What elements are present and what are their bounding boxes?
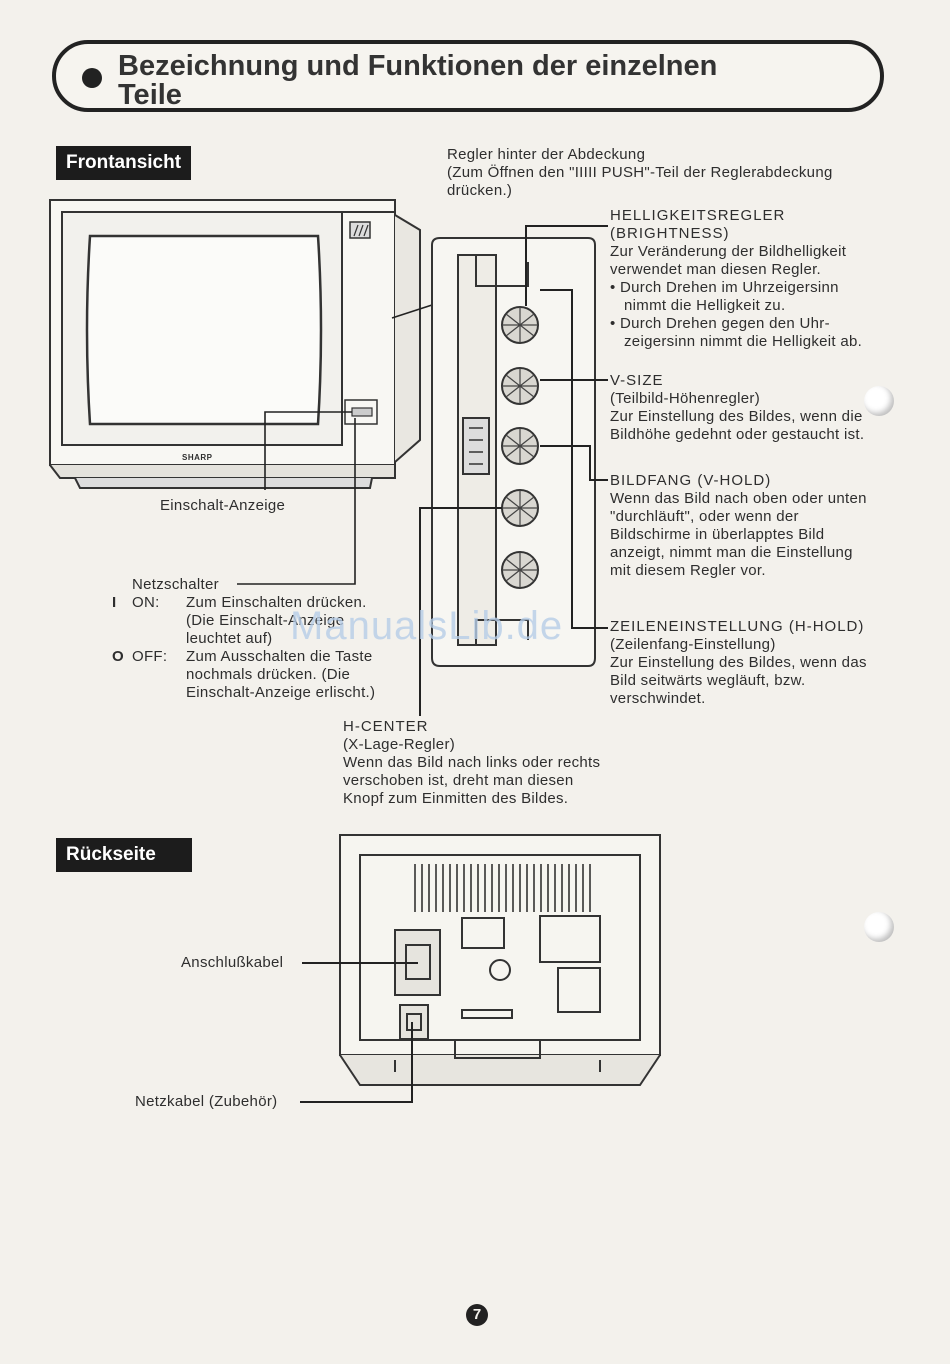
brightness-text-4: nimmt die Helligkeit zu. <box>624 297 786 314</box>
brightness-text-5: • Durch Drehen gegen den Uhr- <box>610 315 830 332</box>
hhold-text-3: verschwindet. <box>610 690 706 707</box>
page-title: Bezeichnung und Funktionen der einzelnen… <box>118 52 858 110</box>
title-bullet-icon <box>82 68 102 88</box>
front-leader-lines <box>237 304 433 585</box>
power-on-text-1: Zum Einschalten drücken. <box>186 594 367 611</box>
power-off-text-2: nochmals drücken. (Die <box>186 666 351 683</box>
vhold-text-3: Bildschirme in überlapptes Bild <box>610 526 825 543</box>
hhold-subheading: (Zeilenfang-Einstellung) <box>610 636 776 653</box>
punch-hole-top <box>864 386 894 416</box>
hhold-description: ZEILENEINSTELLUNG (H-HOLD) (Zeilenfang-E… <box>610 618 867 708</box>
cover-note-line3: drücken.) <box>447 182 513 199</box>
cover-note: Regler hinter der Abdeckung (Zum Öffnen … <box>447 146 833 200</box>
brightness-text-6: zeigersinn nimmt die Helligkeit ab. <box>624 333 863 350</box>
vsize-subheading: (Teilbild-Höhenregler) <box>610 390 760 407</box>
cable-label: Anschlußkabel <box>181 954 284 971</box>
tv-front-drawing <box>49 199 421 489</box>
watermark: ManualsLib.de <box>290 604 564 648</box>
vhold-text-2: "durchläuft", oder wenn der <box>610 508 799 525</box>
brightness-text-3: • Durch Drehen im Uhrzeigersinn <box>610 279 839 296</box>
punch-hole-bottom <box>864 912 894 942</box>
vhold-description: BILDFANG (V-HOLD) Wenn das Bild nach obe… <box>610 472 867 580</box>
hcenter-heading: H-CENTER <box>343 718 429 735</box>
page-number: 7 <box>466 1304 488 1326</box>
hhold-text-1: Zur Einstellung des Bildes, wenn das <box>610 654 867 671</box>
hcenter-text-2: verschoben ist, dreht man diesen <box>343 772 574 789</box>
brightness-heading: HELLIGKEITSREGLER <box>610 207 786 224</box>
section-tag-rear: Rückseite <box>56 838 192 872</box>
vhold-text-1: Wenn das Bild nach oben oder unten <box>610 490 867 507</box>
control-panel-drawing <box>431 237 596 667</box>
power-on-text-2: (Die Einschalt-Anzeige <box>186 612 345 629</box>
vhold-heading: BILDFANG (V-HOLD) <box>610 472 772 489</box>
cover-note-line2: (Zum Öffnen den "IIIII PUSH"-Teil der Re… <box>447 164 833 181</box>
page-title-line1: Bezeichnung und Funktionen der einzelnen <box>118 50 718 82</box>
hhold-heading: ZEILENEINSTELLUNG (H-HOLD) <box>610 618 865 635</box>
brand-logo: SHARP <box>182 453 213 462</box>
power-switch-label: Netzschalter <box>132 576 219 593</box>
indicator-label: Einschalt-Anzeige <box>160 497 286 514</box>
panel-leader-lines <box>419 225 608 716</box>
power-on-symbol: I <box>112 594 117 611</box>
vsize-heading: V-SIZE <box>610 372 664 389</box>
hcenter-description: H-CENTER (X-Lage-Regler) Wenn das Bild n… <box>343 718 600 808</box>
rear-leader-lines <box>300 962 418 1103</box>
vhold-text-4: anzeigt, nimmt man die Einstellung <box>610 544 853 561</box>
power-on-text-3: leuchtet auf) <box>186 630 273 647</box>
power-off-text-1: Zum Ausschalten die Taste <box>186 648 373 665</box>
power-off-text-3: Einschalt-Anzeige erlischt.) <box>186 684 376 701</box>
power-off-label: OFF: <box>132 648 168 665</box>
power-off-symbol: O <box>112 648 124 665</box>
brightness-subheading: (BRIGHTNESS) <box>610 225 730 242</box>
vsize-text-1: Zur Einstellung des Bildes, wenn die <box>610 408 863 425</box>
hhold-text-2: Bild seitwärts wegläuft, bzw. <box>610 672 806 689</box>
brightness-text-1: Zur Veränderung der Bildhelligkeit <box>610 243 847 260</box>
brightness-description: HELLIGKEITSREGLER (BRIGHTNESS) Zur Verän… <box>610 207 862 351</box>
vsize-text-2: Bildhöhe gedehnt oder gestaucht ist. <box>610 426 865 443</box>
power-on-label: ON: <box>132 594 160 611</box>
hcenter-text-3: Knopf zum Einmitten des Bildes. <box>343 790 569 807</box>
tv-rear-drawing <box>339 834 661 1086</box>
cover-note-line1: Regler hinter der Abdeckung <box>447 146 646 163</box>
hcenter-subheading: (X-Lage-Regler) <box>343 736 456 753</box>
brightness-text-2: verwendet man diesen Regler. <box>610 261 822 278</box>
mains-cable-label: Netzkabel (Zubehör) <box>135 1093 278 1110</box>
hcenter-text-1: Wenn das Bild nach links oder rechts <box>343 754 601 771</box>
page-title-line2: Teile <box>118 79 182 111</box>
vsize-description: V-SIZE (Teilbild-Höhenregler) Zur Einste… <box>610 372 864 444</box>
section-tag-front: Frontansicht <box>56 146 192 180</box>
vhold-text-5: mit diesem Regler vor. <box>610 562 766 579</box>
title-banner: Bezeichnung und Funktionen der einzelnen… <box>52 40 884 112</box>
